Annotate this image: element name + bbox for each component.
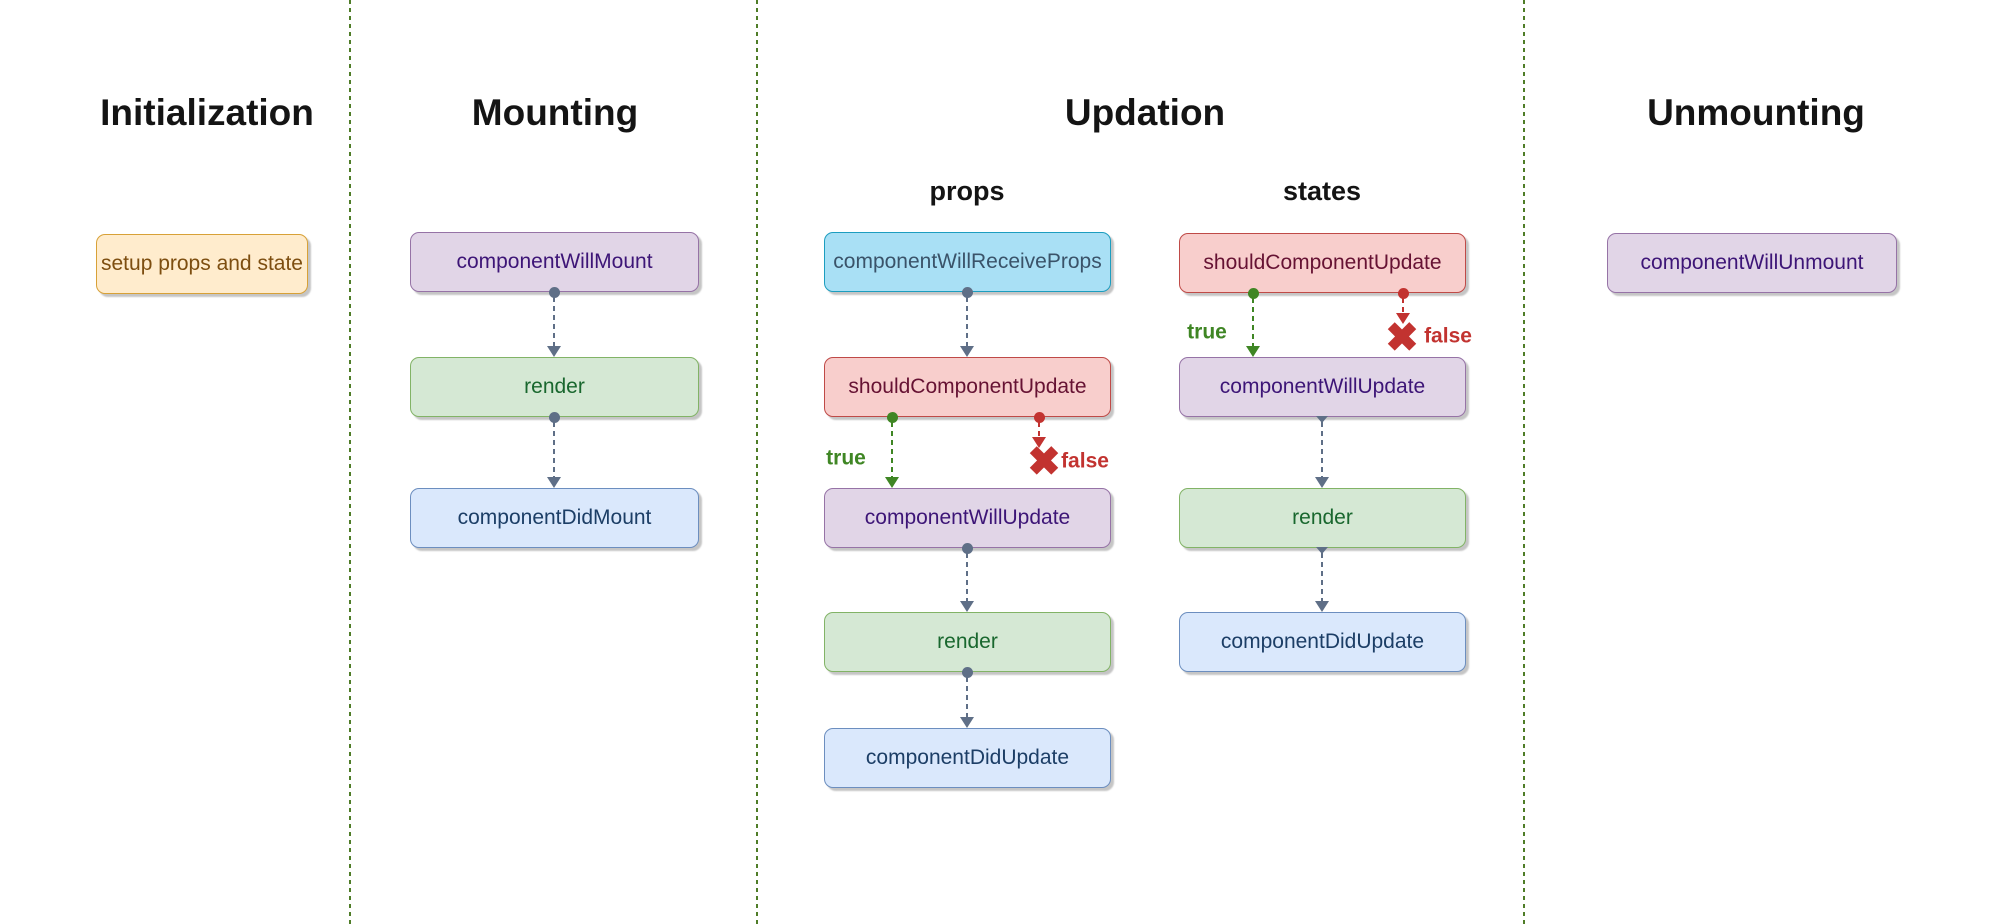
node-component-will-update-states: componentWillUpdate bbox=[1179, 357, 1466, 417]
node-label: render bbox=[937, 630, 998, 653]
arrow-line bbox=[966, 297, 968, 348]
section-title-mounting: Mounting bbox=[471, 92, 639, 133]
arrow-head-icon bbox=[960, 717, 974, 728]
arrow-start-triangle bbox=[1316, 416, 1328, 423]
node-setup-props-and-state: setup props and state bbox=[96, 234, 308, 294]
node-label: componentDidUpdate bbox=[865, 746, 1070, 769]
arrow-line bbox=[553, 297, 555, 348]
false-x-icon: ✖ bbox=[1385, 316, 1419, 360]
arrow-start-dot bbox=[961, 287, 973, 298]
arrow-line bbox=[1402, 298, 1404, 315]
section-title-unmounting: Unmounting bbox=[1647, 92, 1865, 133]
arrow-head-icon bbox=[547, 477, 561, 488]
arrow-head-icon bbox=[960, 346, 974, 357]
section-title-initialization: Initialization bbox=[100, 92, 314, 133]
section-divider bbox=[1523, 0, 1525, 924]
section-divider bbox=[756, 0, 758, 924]
arrow-start-dot bbox=[961, 667, 973, 678]
node-label: render bbox=[1292, 506, 1353, 529]
node-component-did-mount: componentDidMount bbox=[410, 488, 699, 548]
arrow-start-dot bbox=[886, 412, 898, 423]
arrow-start-dot bbox=[548, 412, 560, 423]
node-label: componentDidMount bbox=[457, 506, 652, 529]
node-label: componentWillUnmount bbox=[1640, 251, 1864, 274]
node-component-will-mount: componentWillMount bbox=[410, 232, 699, 292]
arrow-start-dot bbox=[961, 543, 973, 554]
node-should-component-update-props: shouldComponentUpdate bbox=[824, 357, 1111, 417]
arrow-start-triangle bbox=[1316, 547, 1328, 554]
arrow-head-icon bbox=[1396, 313, 1410, 324]
arrow-head-icon bbox=[1315, 601, 1329, 612]
arrow-head-icon bbox=[1032, 437, 1046, 448]
subsection-title-props: props bbox=[929, 176, 1005, 206]
arrow-line bbox=[966, 677, 968, 719]
false-label: false bbox=[1061, 449, 1109, 473]
arrow-head-icon bbox=[1315, 477, 1329, 488]
arrow-head-icon bbox=[1246, 346, 1260, 357]
section-divider bbox=[349, 0, 351, 924]
arrow-head-icon bbox=[885, 477, 899, 488]
node-component-will-receive-props: componentWillReceiveProps bbox=[824, 232, 1111, 292]
node-component-did-update-props: componentDidUpdate bbox=[824, 728, 1111, 788]
node-label: componentWillUpdate bbox=[864, 506, 1071, 529]
section-title-updation: Updation bbox=[1064, 92, 1226, 133]
arrow-line bbox=[891, 422, 893, 479]
node-label: shouldComponentUpdate bbox=[1203, 251, 1442, 274]
false-x-icon: ✖ bbox=[1027, 440, 1061, 484]
node-label: setup props and state bbox=[101, 252, 303, 275]
node-component-will-unmount: componentWillUnmount bbox=[1607, 233, 1897, 293]
arrow-line bbox=[1321, 422, 1323, 479]
node-label: componentWillReceiveProps bbox=[833, 250, 1102, 273]
arrow-start-dot bbox=[1033, 412, 1045, 423]
arrow-head-icon bbox=[960, 601, 974, 612]
node-label: componentWillMount bbox=[456, 250, 653, 273]
arrow-line bbox=[1038, 422, 1040, 439]
node-label: shouldComponentUpdate bbox=[848, 375, 1087, 398]
node-should-component-update-states: shouldComponentUpdate bbox=[1179, 233, 1466, 293]
node-render-props: render bbox=[824, 612, 1111, 672]
arrow-line bbox=[966, 553, 968, 603]
node-component-will-update-props: componentWillUpdate bbox=[824, 488, 1111, 548]
true-label: true bbox=[1187, 320, 1227, 344]
node-component-did-update-states: componentDidUpdate bbox=[1179, 612, 1466, 672]
node-render-mounting: render bbox=[410, 357, 699, 417]
arrow-line bbox=[553, 422, 555, 479]
node-render-states: render bbox=[1179, 488, 1466, 548]
arrow-start-dot bbox=[548, 287, 560, 298]
arrow-line bbox=[1321, 553, 1323, 603]
subsection-title-states: states bbox=[1282, 176, 1362, 206]
false-label: false bbox=[1424, 324, 1472, 348]
arrow-start-dot bbox=[1247, 288, 1259, 299]
arrow-line bbox=[1252, 298, 1254, 348]
node-label: componentDidUpdate bbox=[1220, 630, 1425, 653]
node-label: render bbox=[524, 375, 585, 398]
node-label: componentWillUpdate bbox=[1219, 375, 1426, 398]
arrow-start-dot bbox=[1397, 288, 1409, 299]
true-label: true bbox=[826, 446, 866, 470]
arrow-head-icon bbox=[547, 346, 561, 357]
